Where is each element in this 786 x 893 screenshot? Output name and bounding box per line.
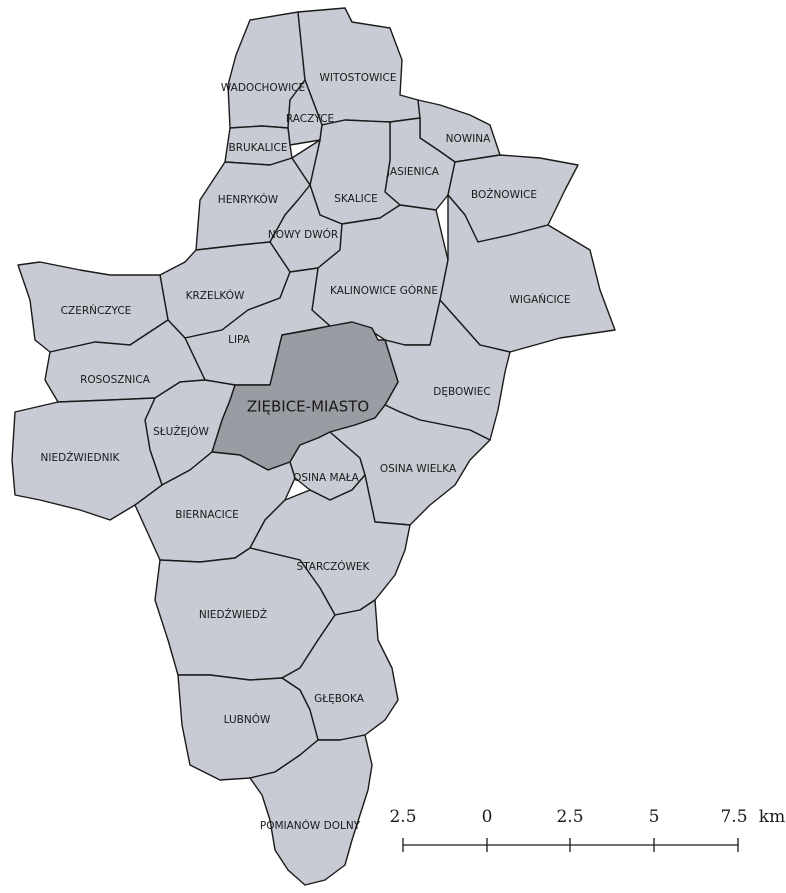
- region-label-niedzwiednik: NIEDŹWIEDNIK: [41, 451, 121, 464]
- region-label-skalice: SKALICE: [334, 193, 377, 205]
- region-label-ziebice-miasto: ZIĘBICE-MIASTO: [247, 398, 369, 416]
- region-label-raczyce: RACZYCE: [286, 113, 334, 125]
- region-label-gleboka: GŁĘBOKA: [314, 693, 365, 705]
- region-label-wigancice: WIGAŃCICE: [509, 293, 570, 306]
- region-witostowice[interactable]: [297, 7, 421, 126]
- region-label-rososznica: ROSOSZNICA: [80, 374, 151, 386]
- regions-layer: [11, 7, 616, 886]
- scale-bar-label: 0: [482, 807, 493, 827]
- region-pomianow-dolny[interactable]: [249, 734, 373, 886]
- scale-bar-label: 7.5: [720, 807, 747, 827]
- region-label-kalinowice-gorne: KALINOWICE GÓRNE: [330, 284, 438, 297]
- region-label-nowina: NOWINA: [446, 133, 491, 145]
- scale-bar-unit: km: [759, 807, 785, 827]
- region-label-biernacice: BIERNACICE: [175, 509, 238, 521]
- region-label-krzelkow: KRZELKÓW: [186, 289, 245, 302]
- region-label-wadochowice: WADOCHOWICE: [221, 82, 305, 94]
- scale-bar-label: 5: [649, 807, 660, 827]
- scale-bar-ticks: 2.5 0 2.5 5 7.5 km: [389, 807, 785, 852]
- region-label-niedzwiedz: NIEDŹWIEDŹ: [199, 608, 267, 621]
- region-label-witostowice: WITOSTOWICE: [320, 72, 397, 84]
- scale-bar: 2.5 0 2.5 5 7.5 km: [389, 807, 785, 852]
- region-label-boznowice: BOŻNOWICE: [471, 188, 537, 201]
- region-label-osina-mala: OSINA MAŁA: [293, 472, 360, 484]
- region-label-sluzejow: SŁUŻEJÓW: [153, 425, 209, 438]
- region-label-brukalice: BRUKALICE: [229, 142, 288, 154]
- region-label-czernczyce: CZERŃCZYCE: [61, 304, 132, 317]
- region-label-osina-wielka: OSINA WIELKA: [380, 463, 457, 475]
- scale-bar-label: 2.5: [389, 807, 416, 827]
- region-label-lubnow: LUBNÓW: [224, 713, 271, 726]
- region-label-henrykow: HENRYKÓW: [218, 193, 279, 206]
- region-label-nowy-dwor: NOWY DWÓR: [268, 228, 338, 241]
- region-label-pomianow-dolny: POMIANÓW DOLNY: [260, 819, 361, 832]
- scale-bar-label: 2.5: [556, 807, 583, 827]
- region-label-starczowek: STARCZÓWEK: [297, 560, 371, 573]
- labels-layer: WADOCHOWICE WITOSTOWICE RACZYCE NOWINA BRUKA…: [41, 72, 571, 832]
- region-label-debowiec: DĘBOWIEC: [433, 386, 490, 398]
- region-label-lipa: LIPA: [228, 334, 251, 346]
- region-label-jasienica: JASIENICA: [386, 166, 440, 178]
- region-osina-wielka[interactable]: [329, 404, 491, 526]
